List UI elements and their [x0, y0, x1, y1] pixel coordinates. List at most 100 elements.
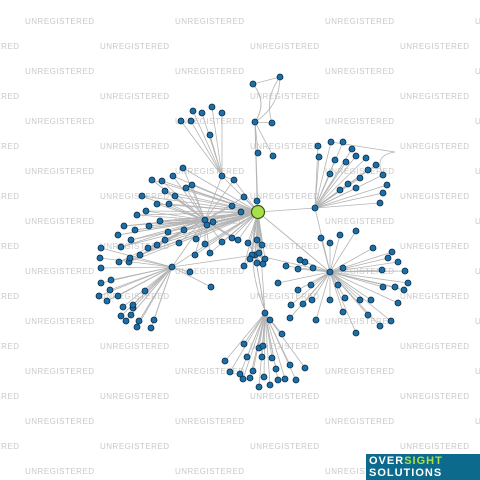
graph-edge — [159, 219, 206, 222]
watermark-text: UNREGISTERED — [325, 17, 395, 26]
graph-node — [266, 316, 274, 324]
graph-edge — [204, 211, 242, 221]
graph-node — [106, 286, 114, 294]
graph-node — [364, 166, 372, 174]
graph-node — [394, 258, 402, 266]
graph-node — [404, 279, 412, 287]
graph-node — [314, 142, 322, 150]
graph-node — [175, 239, 183, 247]
graph-node — [336, 186, 344, 194]
graph-node — [296, 256, 304, 264]
graph-node — [276, 73, 284, 81]
graph-edge — [249, 211, 259, 260]
graph-edge — [171, 254, 256, 268]
graph-edge — [182, 167, 259, 213]
graph-edge — [329, 271, 381, 327]
graph-edge — [329, 271, 409, 284]
graph-node — [148, 176, 156, 184]
graph-node — [376, 322, 384, 330]
graph-node — [261, 309, 269, 317]
watermark-text: UNREGISTERED — [25, 67, 95, 76]
graph-node — [127, 311, 135, 319]
graph-node — [126, 254, 134, 262]
graph-node — [129, 301, 137, 309]
graph-edge — [229, 312, 266, 373]
watermark-text: UNREGISTERED — [175, 267, 245, 276]
graph-node — [364, 311, 372, 319]
graph-edge — [141, 195, 206, 221]
graph-node — [186, 268, 194, 276]
graph-node — [379, 283, 387, 291]
graph-node — [339, 308, 347, 316]
watermark-text: UNREGISTERED — [475, 167, 480, 176]
graph-edge — [109, 266, 173, 291]
watermark-text: UNREGISTERED — [325, 217, 395, 226]
graph-edge — [329, 271, 372, 301]
graph-node — [394, 299, 402, 307]
graph-node — [168, 263, 176, 271]
graph-edge — [269, 76, 281, 124]
watermark-text: UNREGISTERED — [475, 117, 480, 126]
graph-node — [237, 208, 245, 216]
graph-node — [311, 204, 319, 212]
graph-edge — [171, 211, 259, 268]
graph-node — [294, 265, 302, 273]
graph-edge — [180, 120, 223, 177]
watermark-layer: UNREGISTERED UNREGISTERED UNREGISTERED UNRE… — [0, 17, 480, 476]
graph-node — [258, 353, 266, 361]
graph-edge — [252, 76, 281, 85]
graph-edge — [254, 76, 281, 123]
graph-node — [286, 361, 294, 369]
graph-edge — [221, 175, 259, 213]
graph-edge — [329, 234, 341, 273]
graph-node — [308, 296, 316, 304]
watermark-text: UNREGISTERED — [325, 467, 395, 476]
graph-node — [133, 211, 141, 219]
graph-node — [339, 138, 347, 146]
graph-edge — [289, 271, 331, 319]
graph-node — [133, 323, 141, 331]
graph-node — [282, 262, 290, 270]
graph-node — [312, 316, 320, 324]
graph-node — [240, 193, 248, 201]
watermark-text: UNREGISTERED — [250, 392, 320, 401]
graph-node — [287, 301, 295, 309]
graph-node — [97, 264, 105, 272]
graph-edge — [191, 184, 259, 213]
watermark-text: UNREGISTERED — [25, 367, 95, 376]
graph-node — [309, 264, 317, 272]
graph-node — [387, 317, 395, 325]
graph-edge — [379, 151, 396, 176]
graph-node — [114, 231, 122, 239]
graph-edge — [211, 106, 223, 177]
graph-edge — [254, 121, 274, 157]
graph-node — [292, 376, 300, 384]
graph-edge — [314, 157, 367, 209]
graph-node — [218, 238, 226, 246]
graph-node — [268, 119, 276, 127]
node-layer — [95, 73, 412, 391]
watermark-text: UNREGISTERED — [100, 142, 170, 151]
watermark-text: UNREGISTERED — [475, 367, 480, 376]
graph-node — [158, 177, 166, 185]
graph-edge — [329, 271, 344, 313]
watermark-text: UNREGISTERED — [25, 217, 95, 226]
graph-edge — [264, 312, 273, 359]
graph-node — [253, 236, 261, 244]
graph-node — [352, 227, 360, 235]
graph-node — [336, 231, 344, 239]
graph-node — [246, 255, 254, 263]
graph-node — [122, 317, 130, 325]
graph-node — [107, 276, 115, 284]
graph-node — [153, 241, 161, 249]
graph-edge — [110, 266, 173, 281]
graph-node — [400, 286, 408, 294]
watermark-text: UNREGISTERED — [25, 17, 95, 26]
watermark-text: UNREGISTERED — [0, 142, 20, 151]
graph-node — [326, 268, 334, 276]
graph-node — [161, 236, 169, 244]
graph-edge — [314, 189, 341, 209]
graph-edge — [185, 187, 206, 221]
graph-node — [268, 354, 276, 362]
watermark-text: UNREGISTERED — [175, 117, 245, 126]
